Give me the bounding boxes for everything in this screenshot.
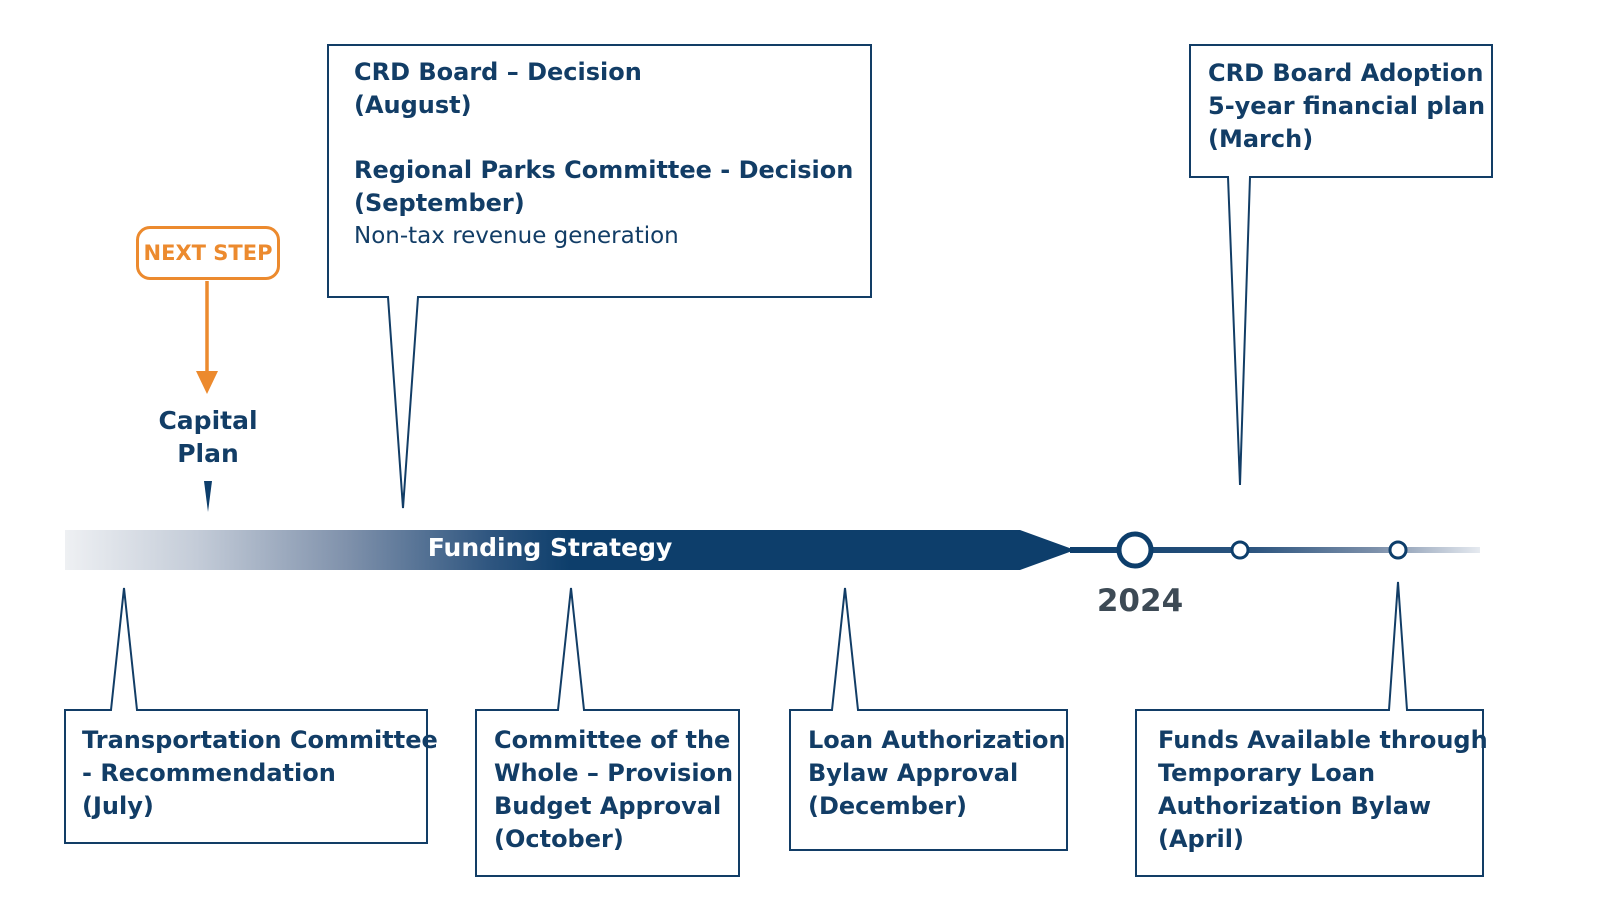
callout-line: (October) [494,825,624,853]
callout-spacer [354,122,853,154]
callout-line: - Recommendation [82,759,336,787]
capital-plan-line: Plan [177,439,239,468]
callout-box-october [475,587,740,877]
year-label: 2024 [1096,583,1184,619]
milestone-marker-march [1230,540,1250,560]
callout-line: CRD Board Adoption [1208,59,1484,87]
callout-box-august-september [327,44,872,509]
callout-line: CRD Board – Decision [354,58,642,86]
callout-text-march: CRD Board Adoption 5-year financial plan (… [1208,57,1485,156]
callout-line: Committee of the [494,726,731,754]
callout-line: Authorization Bylaw [1158,792,1432,820]
capital-plan-pointer [204,481,212,512]
callout-line: Regional Parks Committee - Decision [354,156,854,184]
callout-line: (December) [808,792,967,820]
callout-line: Funds Available through [1158,726,1488,754]
callout-text-july: Transportation Committee - Recommendation… [82,724,438,823]
callout-line: (August) [354,91,472,119]
callout-line: Bylaw Approval [808,759,1019,787]
capital-plan-label: Capital Plan [140,404,276,470]
callout-line: (July) [82,792,154,820]
capital-plan-line: Capital [158,406,258,435]
callout-box-march [1189,44,1493,486]
next-step-badge: NEXT STEP [136,226,280,280]
callout-line: 5-year financial plan [1208,92,1486,120]
timeline-line [1070,547,1480,553]
callout-box-july [64,587,428,844]
year-marker [1116,531,1154,569]
callout-line: (September) [354,189,525,217]
next-step-arrowhead [196,371,218,394]
callout-line: Loan Authorization [808,726,1066,754]
funding-strategy-bar [65,530,1075,570]
funding-strategy-label: Funding Strategy [427,533,673,562]
callout-line: Whole – Provision [494,759,734,787]
callout-line: Temporary Loan [1158,759,1376,787]
milestone-marker-april [1388,540,1408,560]
callout-line: Budget Approval [494,792,722,820]
callout-line: (April) [1158,825,1244,853]
callout-box-april [1135,581,1484,877]
callout-line: (March) [1208,125,1314,153]
callout-text-august-september: CRD Board – Decision (August) Regional Par… [354,56,853,253]
callout-line: Non-tax revenue generation [354,223,679,249]
callout-line: Transportation Committee [82,726,438,754]
callout-box-december [789,587,1068,851]
